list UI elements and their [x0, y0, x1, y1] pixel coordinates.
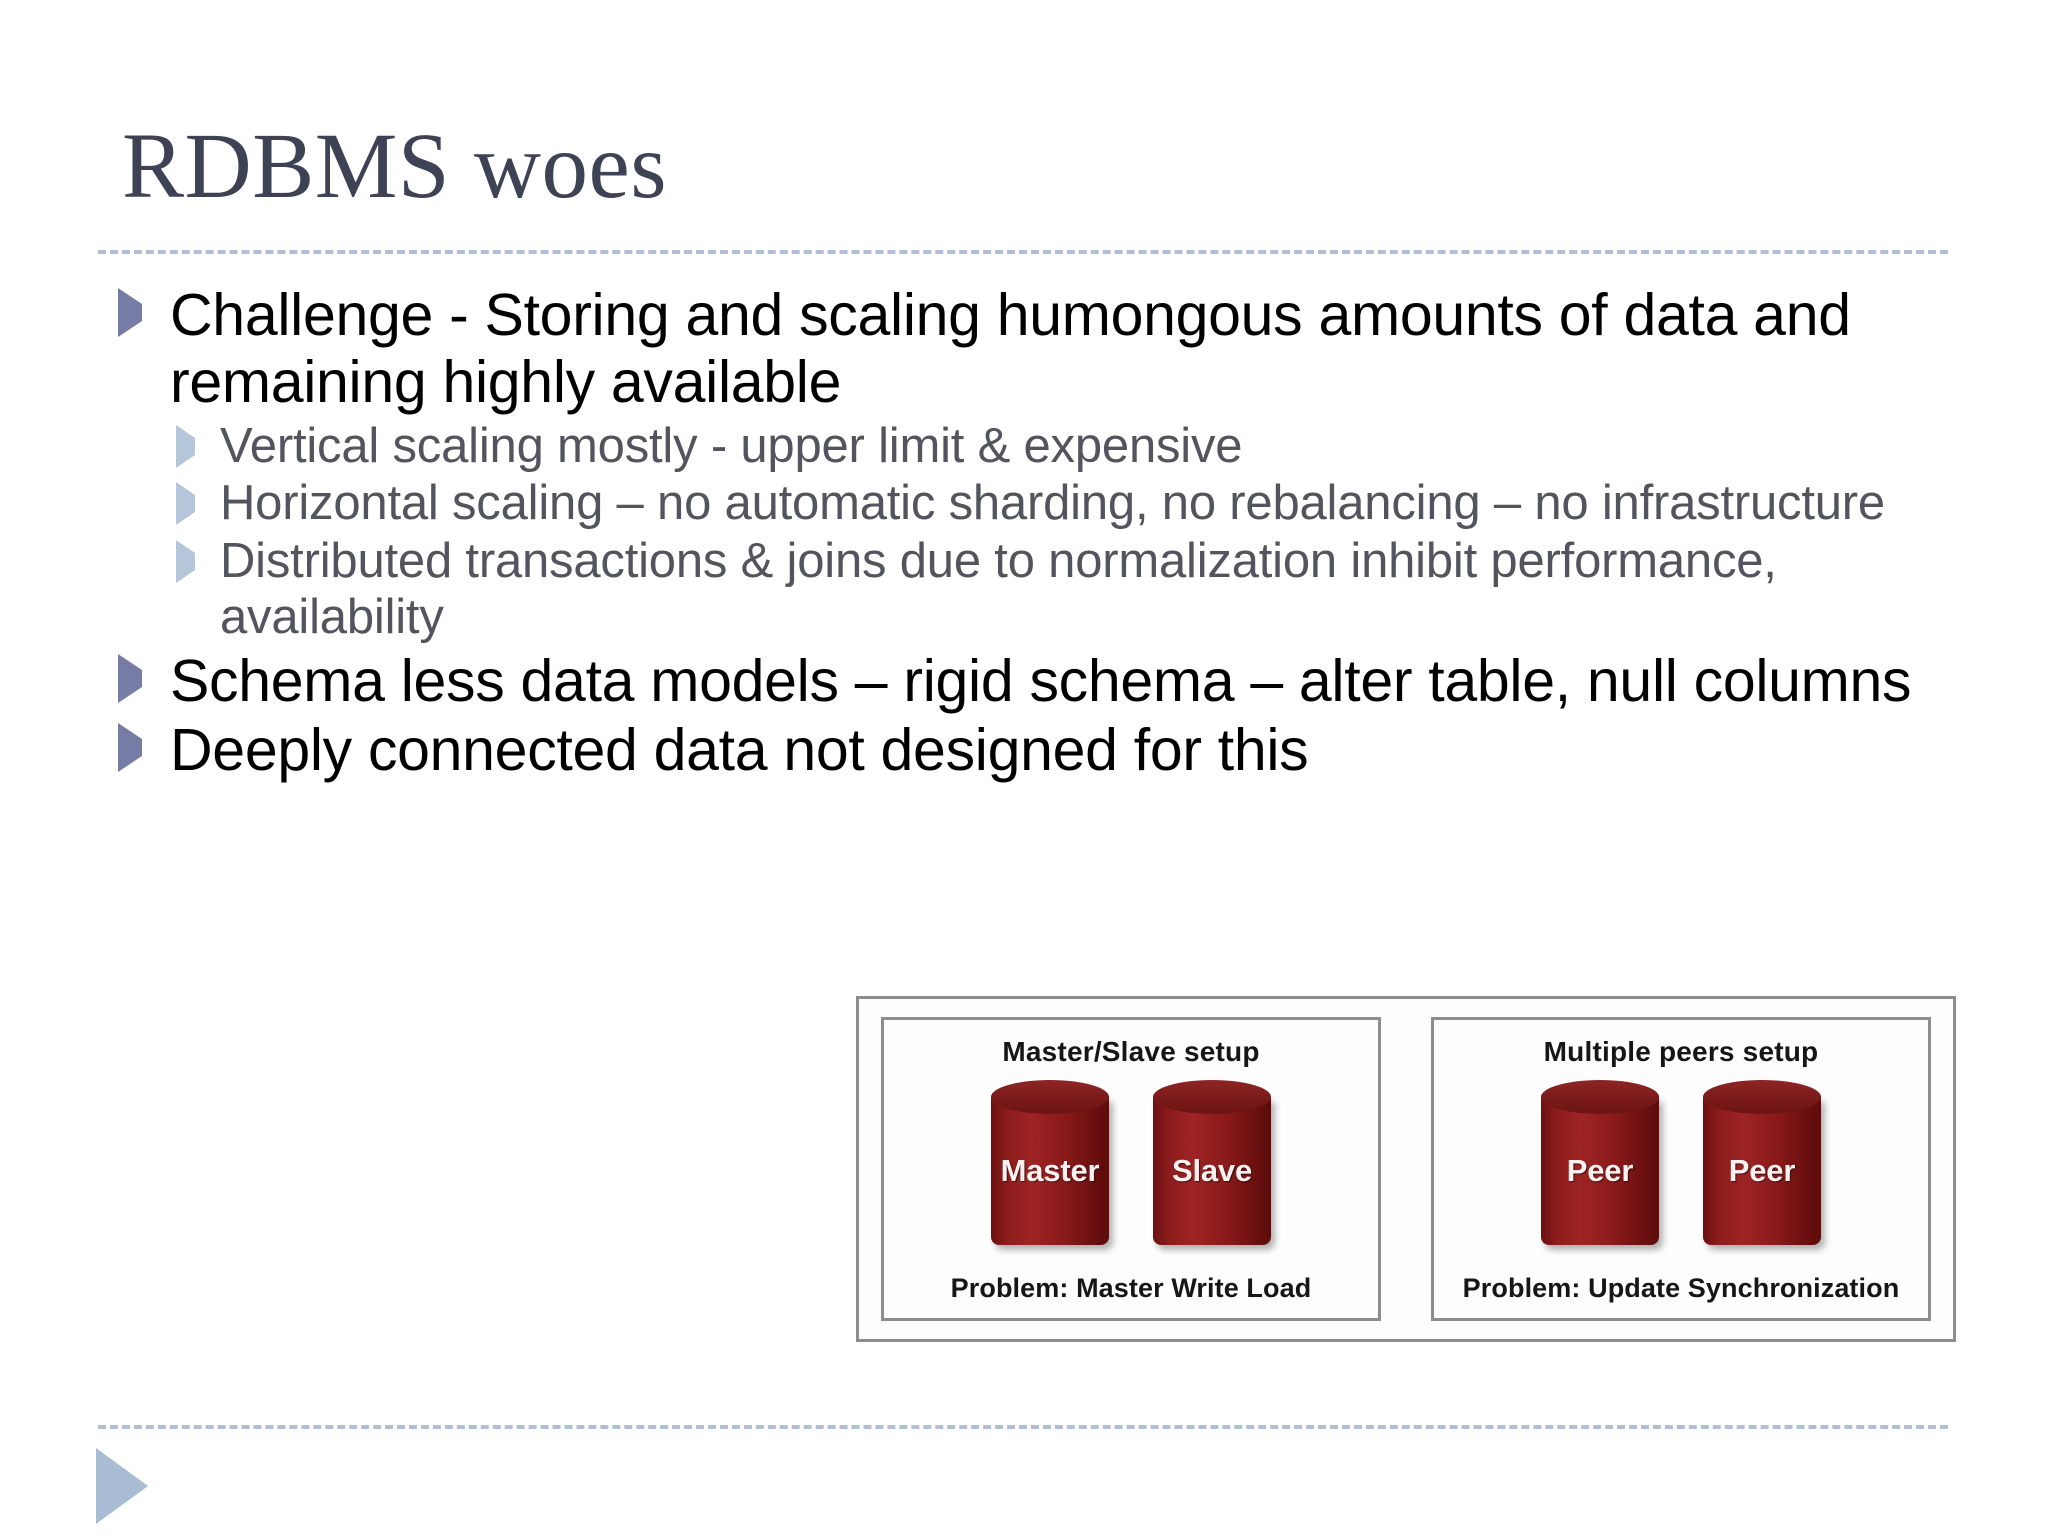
triangle-bullet-icon — [118, 288, 144, 337]
list-item-label: Schema less data models – rigid schema –… — [170, 647, 1912, 714]
triangle-bullet-icon — [176, 482, 198, 526]
sub-list: Vertical scaling mostly - upper limit & … — [176, 419, 1948, 646]
list-item-label: Vertical scaling mostly - upper limit & … — [220, 418, 1243, 473]
database-cylinder-icon: Slave — [1153, 1079, 1271, 1259]
database-cylinder-icon: Peer — [1703, 1079, 1821, 1259]
page-title: RDBMS woes — [122, 115, 668, 218]
cylinder-label: Master — [1000, 1152, 1100, 1188]
triangle-bullet-icon — [176, 540, 198, 584]
list-item-label: Challenge - Storing and scaling humongou… — [170, 282, 1851, 416]
list-item: Vertical scaling mostly - upper limit & … — [176, 419, 1948, 475]
triangle-bullet-icon — [118, 723, 144, 773]
list-item-label: Horizontal scaling – no automatic shardi… — [220, 476, 1885, 531]
diagram-panel-multiple-peers: Multiple peers setup Peer Peer Problem: … — [1431, 1017, 1931, 1321]
list-item: Deeply connected data not designed for t… — [118, 717, 1948, 784]
panel-title: Multiple peers setup — [1543, 1036, 1819, 1067]
footer-divider-bottom — [98, 1425, 1948, 1429]
list-item-label: Distributed transactions & joins due to … — [220, 534, 1777, 645]
list-item: Distributed transactions & joins due to … — [176, 534, 1948, 646]
panel-problem-label: Problem: Update Synchronization — [1462, 1273, 1900, 1303]
cylinder-label: Peer — [1728, 1152, 1796, 1188]
panel-title: Master/Slave setup — [1002, 1036, 1260, 1067]
list-item: Schema less data models – rigid schema –… — [118, 648, 1948, 715]
slide-body: Challenge - Storing and scaling humongou… — [118, 282, 1948, 786]
database-cylinder-group: Peer Peer — [1541, 1068, 1821, 1273]
database-cylinder-icon: Peer — [1541, 1079, 1659, 1259]
diagram-panel-master-slave: Master/Slave setup Master Slave Problem:… — [881, 1017, 1381, 1321]
panel-problem-label: Problem: Master Write Load — [950, 1273, 1312, 1303]
cylinder-label: Peer — [1566, 1152, 1634, 1188]
title-divider-top — [98, 250, 1948, 254]
list-item-label: Deeply connected data not designed for t… — [170, 717, 1309, 784]
replication-diagram-image: Master/Slave setup Master Slave Problem:… — [856, 996, 1956, 1342]
list-item: Horizontal scaling – no automatic shardi… — [176, 476, 1948, 532]
triangle-bullet-icon — [176, 424, 198, 468]
database-cylinder-icon: Master — [991, 1079, 1109, 1259]
triangle-bullet-icon — [118, 653, 144, 703]
cylinder-label: Slave — [1171, 1152, 1252, 1188]
database-cylinder-group: Master Slave — [991, 1068, 1271, 1273]
next-slide-arrow-icon[interactable] — [96, 1448, 148, 1524]
list-item: Challenge - Storing and scaling humongou… — [118, 282, 1948, 417]
